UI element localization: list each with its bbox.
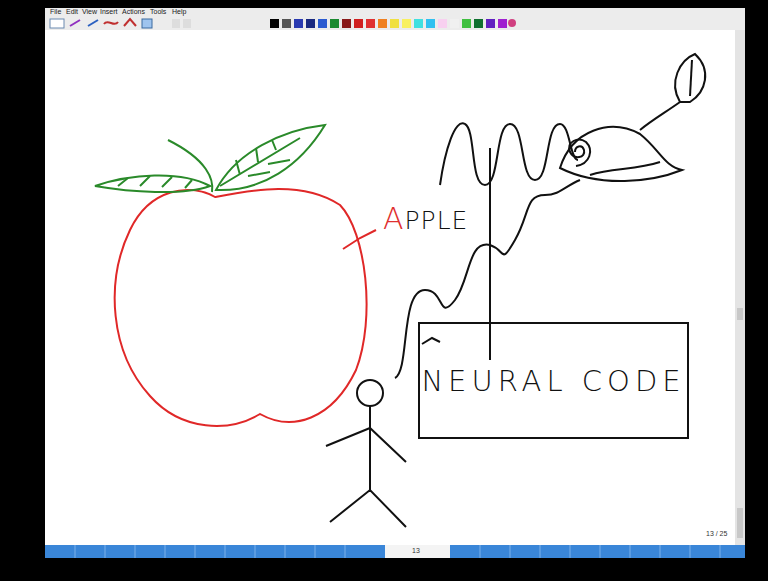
toolbar-icons bbox=[50, 19, 516, 28]
menu-item: Edit bbox=[66, 8, 78, 15]
page-bar bbox=[45, 545, 745, 558]
scrollbar bbox=[735, 30, 745, 545]
process-box: NEURAL CODE bbox=[418, 322, 689, 439]
scrollbar-thumb bbox=[737, 308, 743, 320]
apple-outline bbox=[115, 189, 367, 426]
whiteboard-canvas bbox=[45, 30, 735, 545]
signal-waves bbox=[395, 123, 580, 378]
menu-item: Help bbox=[172, 8, 186, 15]
page-number: 13 bbox=[412, 547, 420, 554]
apple-leaves bbox=[95, 125, 325, 192]
eye-sketch bbox=[560, 54, 705, 181]
menu-item: View bbox=[82, 8, 97, 15]
menu-item: Insert bbox=[100, 8, 118, 15]
menu-item: File bbox=[50, 8, 61, 15]
toolbar bbox=[45, 8, 745, 30]
box-label: NEURAL CODE bbox=[421, 364, 685, 398]
menu-item: Tools bbox=[150, 8, 166, 15]
page-counter: 13 / 25 bbox=[706, 530, 727, 537]
stick-figure bbox=[326, 380, 406, 527]
menu-item: Actions bbox=[122, 8, 145, 15]
label-wrapper: APPLE bbox=[383, 201, 468, 236]
leader-line bbox=[343, 230, 376, 249]
word-label: APPLE bbox=[383, 201, 468, 236]
scrollbar-buttons bbox=[737, 508, 743, 538]
